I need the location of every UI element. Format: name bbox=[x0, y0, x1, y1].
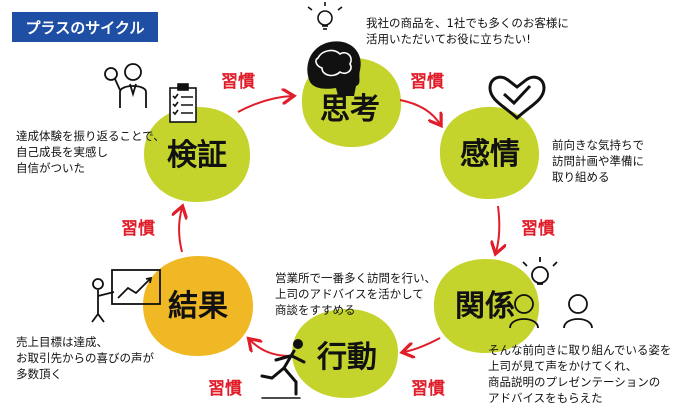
desc-line: そんな前向きに取り組んでいる姿を bbox=[488, 343, 672, 357]
arrow-kanjou-kankei bbox=[496, 205, 499, 252]
desc-line: 商談をすすめる bbox=[275, 303, 356, 317]
desc-line: 前向きな気持ちで bbox=[552, 138, 644, 152]
desc-kankei: そんな前向きに取り組んでいる姿を 上司が見て声をかけてくれ、 商品説明のプレゼン… bbox=[488, 342, 671, 406]
node-shikou-label: 思考 bbox=[320, 92, 380, 127]
desc-line: 商品説明のプレゼンテーションの bbox=[488, 375, 661, 389]
checklist-icon bbox=[169, 83, 197, 123]
desc-line: 多数頂く bbox=[16, 367, 62, 381]
desc-line: お取引先からの喜びの声が bbox=[16, 351, 154, 365]
arrow-kekka-kenshou bbox=[179, 208, 182, 253]
desc-line: 売上目標は達成、 bbox=[16, 335, 108, 349]
desc-line: 我社の商品を、1社でも多くのお客様に bbox=[366, 16, 569, 30]
running-person-icon bbox=[260, 339, 306, 399]
desc-line: 自信がついた bbox=[16, 161, 85, 175]
desc-kekka: 売上目標は達成、 お取引先からの喜びの声が 多数頂く bbox=[16, 334, 154, 382]
lightbulb-icon bbox=[307, 2, 343, 30]
node-kankei-label: 関係 bbox=[455, 289, 515, 324]
habit-label-1: 習慣 bbox=[221, 72, 255, 92]
arrow-shikou-kanjou bbox=[399, 99, 440, 124]
kekka-blob bbox=[143, 255, 253, 356]
habit-label-5: 習慣 bbox=[208, 379, 242, 399]
brain-head-icon bbox=[307, 41, 361, 96]
desc-line: 訪問計画や準備に bbox=[552, 154, 644, 168]
desc-line: アドバイスをもらえた bbox=[488, 391, 603, 405]
node-kenshou-label: 検証 bbox=[167, 138, 227, 173]
desc-line: 営業所で一番多く訪問を行い、 bbox=[275, 271, 436, 285]
desc-shikou: 我社の商品を、1社でも多くのお客様に 活用いただいてお役に立ちたい! bbox=[366, 15, 569, 47]
desc-line: 達成体験を振り返ることで、 bbox=[16, 129, 165, 143]
kankei-blob bbox=[434, 258, 540, 354]
people-idea-icon bbox=[509, 257, 593, 329]
node-koudou-label: 行動 bbox=[317, 340, 377, 375]
koudou-blob bbox=[292, 308, 398, 398]
habit-label-3: 習慣 bbox=[521, 219, 555, 239]
kenshou-blob bbox=[144, 106, 251, 202]
cycle-title-badge: プラスのサイクル bbox=[12, 12, 158, 42]
desc-line: 取り組める bbox=[552, 170, 610, 184]
desc-kanjou: 前向きな気持ちで 訪問計画や準備に 取り組める bbox=[552, 137, 644, 185]
node-kekka-label: 結果 bbox=[168, 289, 228, 324]
kanjou-blob bbox=[439, 106, 540, 200]
desc-line: 自己成長を実感し bbox=[16, 145, 108, 159]
inspector-icon bbox=[104, 63, 147, 108]
desc-line: 上司が見て声をかけてくれ、 bbox=[488, 359, 638, 373]
heart-check-icon bbox=[488, 75, 546, 121]
arrow-kankei-koudou bbox=[404, 337, 441, 352]
habit-label-4: 習慣 bbox=[411, 379, 445, 399]
presentation-icon bbox=[91, 269, 161, 323]
habit-label-6: 習慣 bbox=[121, 219, 155, 239]
desc-kenshou: 達成体験を振り返ることで、 自己成長を実感し 自信がついた bbox=[16, 128, 165, 176]
arrow-koudou-kekka bbox=[250, 340, 291, 357]
desc-line: 上司のアドバイスを活かして bbox=[275, 287, 424, 301]
arrow-kenshou-shikou bbox=[237, 96, 292, 113]
habit-label-2: 習慣 bbox=[410, 72, 444, 92]
node-kanjou-label: 感情 bbox=[460, 137, 520, 172]
desc-koudou: 営業所で一番多く訪問を行い、 上司のアドバイスを活かして 商談をすすめる bbox=[275, 270, 436, 318]
desc-line: 活用いただいてお役に立ちたい! bbox=[366, 32, 531, 46]
